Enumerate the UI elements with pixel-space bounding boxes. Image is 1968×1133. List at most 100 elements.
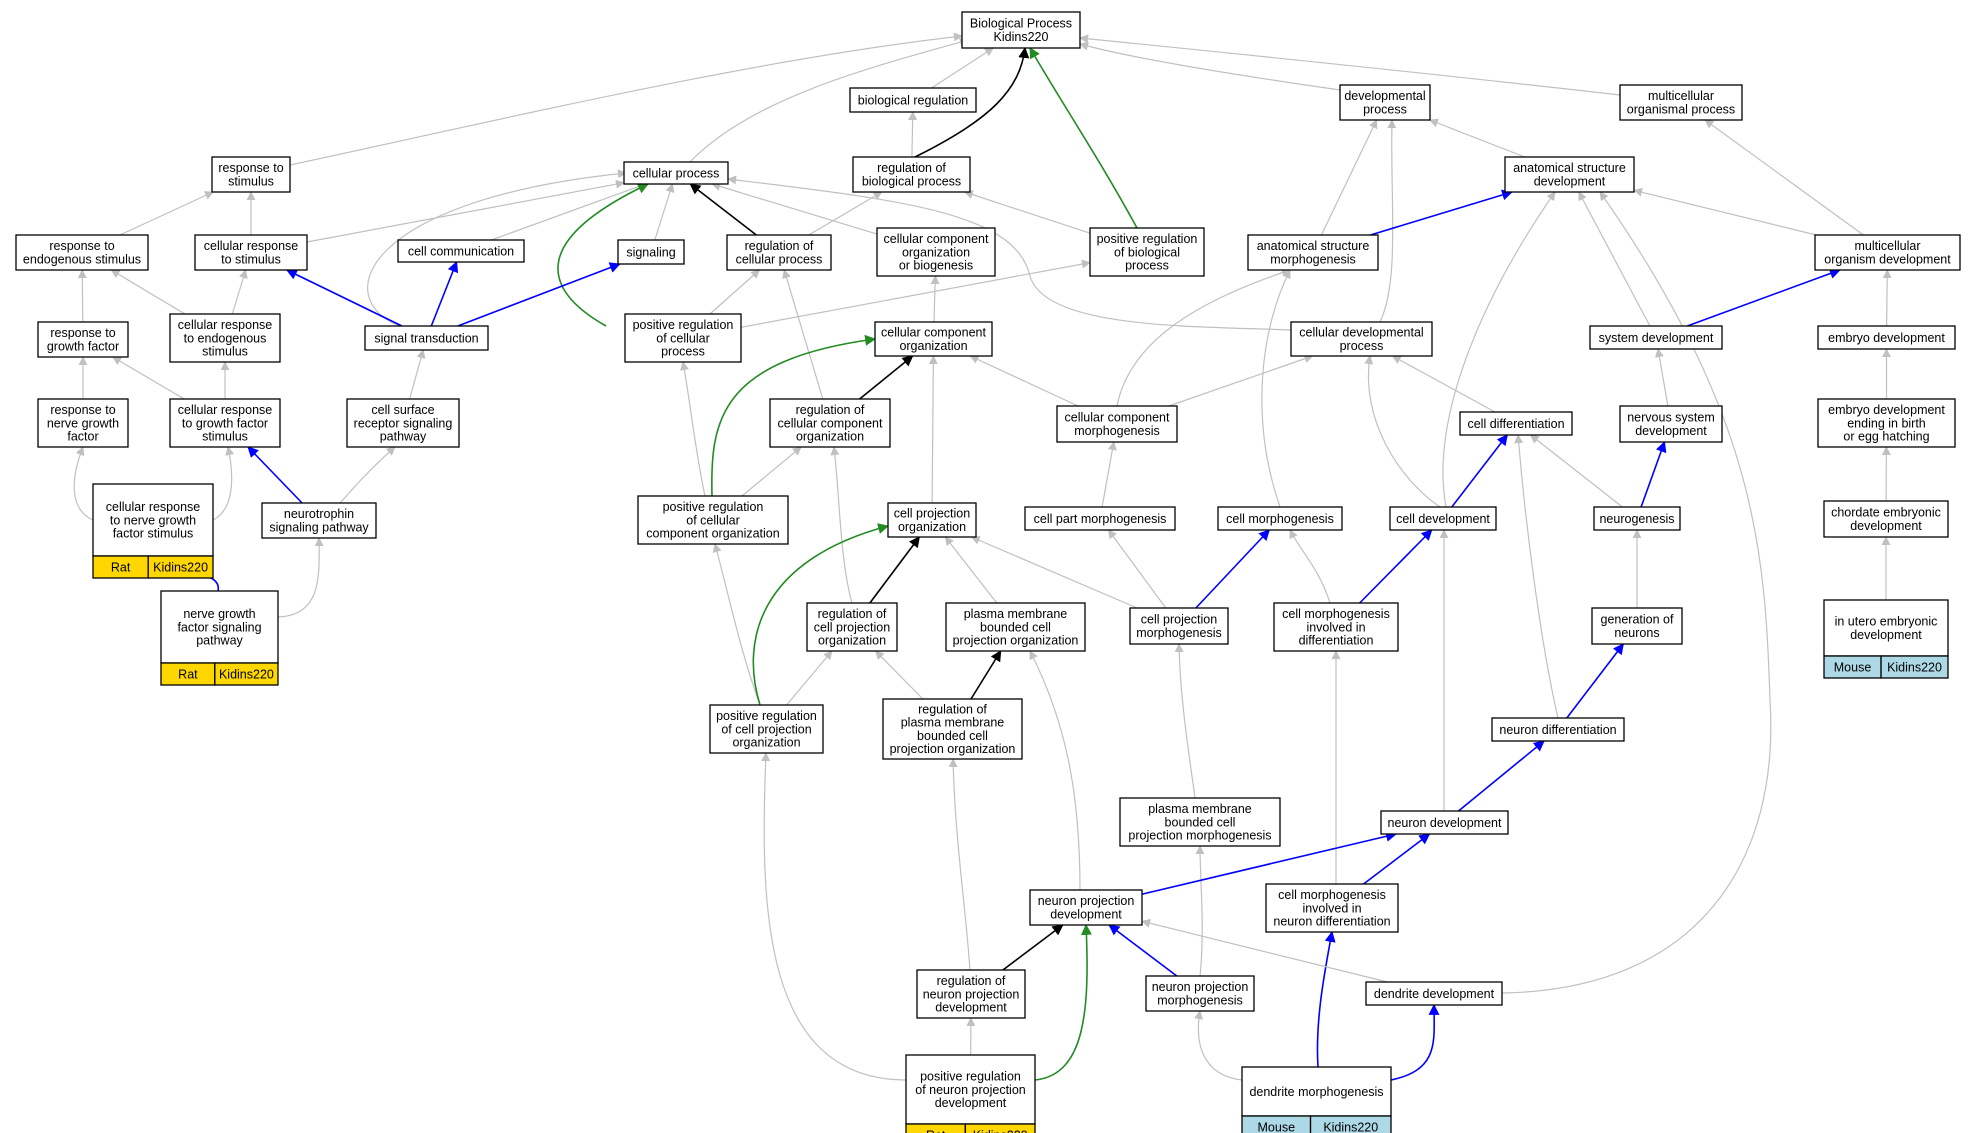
go-term-node[interactable]: neuron differentiation xyxy=(1491,717,1625,742)
edge-is-a xyxy=(1174,643,1196,799)
edge-is-a xyxy=(1107,529,1167,609)
edge-is-a xyxy=(409,349,426,400)
species-cell-label: Rat xyxy=(178,668,198,682)
go-term-node[interactable]: dendrite development xyxy=(1365,981,1503,1006)
edge-is-a xyxy=(928,355,938,504)
go-term-node[interactable]: cellular process xyxy=(623,161,729,185)
go-term-box xyxy=(1593,506,1681,531)
edge-part-of xyxy=(1451,434,1508,508)
edge-is-a xyxy=(1428,118,1525,158)
edge-is-a xyxy=(808,191,883,236)
go-term-node[interactable]: signal transduction xyxy=(364,325,489,351)
go-term-box xyxy=(916,969,1026,1019)
go-term-box xyxy=(211,156,291,193)
go-term-node[interactable]: cell part morphogenesis xyxy=(1024,506,1176,531)
edge-part-of xyxy=(1566,643,1624,719)
go-term-node[interactable]: biological regulation xyxy=(849,87,977,113)
edge-is-a xyxy=(1029,650,1081,891)
go-term-box xyxy=(1365,981,1503,1006)
go-term-node[interactable]: system development xyxy=(1589,325,1723,350)
edge-part-of xyxy=(1457,740,1545,812)
edge-is-a xyxy=(1882,269,1892,327)
go-term-node[interactable]: cell development xyxy=(1389,506,1497,531)
edge-is-a xyxy=(73,446,94,521)
edge-part-of xyxy=(1370,189,1514,236)
edge-part-of xyxy=(285,269,403,327)
edge-is-a xyxy=(970,536,1138,609)
edge-is-a xyxy=(1079,41,1341,91)
go-term-node[interactable]: cell morphogenesis xyxy=(1217,506,1343,531)
edge-is-a xyxy=(367,169,627,327)
go-term-node[interactable]: embryo development xyxy=(1817,325,1956,350)
go-term-box xyxy=(961,11,1081,49)
go-term-box xyxy=(1265,883,1399,933)
edge-regulates xyxy=(689,183,757,236)
go-term-node[interactable]: cell differentiation xyxy=(1459,411,1573,436)
species-cell-label: Rat xyxy=(111,561,131,575)
go-term-node[interactable]: cell communication xyxy=(397,239,525,263)
go-term-box xyxy=(726,234,832,271)
go-term-box xyxy=(806,602,898,652)
go-term-node[interactable]: signaling xyxy=(617,239,685,265)
edge-is-a xyxy=(1261,269,1291,508)
go-term-node[interactable]: neuron development xyxy=(1380,810,1509,835)
edge-is-a xyxy=(874,650,924,700)
edge-part-of xyxy=(1390,1003,1440,1081)
go-term-node[interactable]: neurogenesis xyxy=(1593,506,1681,531)
